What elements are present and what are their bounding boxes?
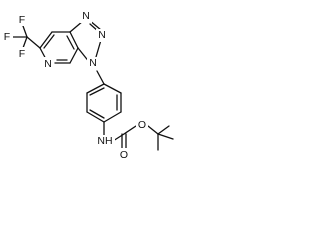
bond-pyr-3-inner (66, 35, 75, 50)
bond-pyr-4 (69, 47, 79, 64)
bond-c-o-ester (123, 125, 137, 135)
bond-pyr-3 (69, 31, 79, 49)
structure-canvas: F F F N N N N NH O O (0, 0, 186, 166)
bond-pyr-1 (39, 31, 53, 49)
bond-tbu-me-1 (157, 125, 170, 135)
bond-cf3-ring (26, 36, 41, 49)
bond-ph-3 (103, 111, 122, 123)
bond-ph-6 (86, 83, 105, 94)
atom-o-ester: O (138, 119, 146, 131)
atom-n-pyridine: N (44, 58, 52, 70)
bond-ph-6-inner (89, 87, 105, 96)
atom-f-bottom: F (19, 48, 25, 60)
bond-c-f-bottom (22, 36, 28, 49)
atom-f-top: F (19, 14, 25, 26)
bond-n-phenyl (96, 70, 105, 85)
bond-tbu-me-2 (157, 133, 174, 140)
phenyl-ring (86, 83, 122, 123)
atom-n-triazole-2: N (98, 29, 106, 41)
atom-nh: NH (97, 135, 112, 147)
atom-n-triazole-1: N (82, 10, 90, 22)
bond-ph-4-inner (89, 109, 105, 119)
bond-ph-1 (103, 83, 122, 94)
atom-labels: F F F N N N N NH O O (1, 10, 148, 161)
chemical-structure: F F F N N N N NH O O (1, 10, 174, 161)
bond-tri-3 (95, 39, 102, 58)
atom-n-triazole-3: N (89, 57, 97, 69)
bond-ph-4 (86, 111, 105, 123)
atom-o-carbonyl: O (120, 149, 128, 161)
trifluoromethyl-group (12, 25, 41, 49)
bond-o-tbu (147, 125, 159, 135)
boc-carbamate-group (103, 121, 174, 151)
atom-f-left: F (4, 31, 10, 43)
bond-c-f-top (22, 25, 28, 38)
bond-pyr-1-inner (43, 34, 55, 49)
pyridine-ring (39, 31, 79, 64)
